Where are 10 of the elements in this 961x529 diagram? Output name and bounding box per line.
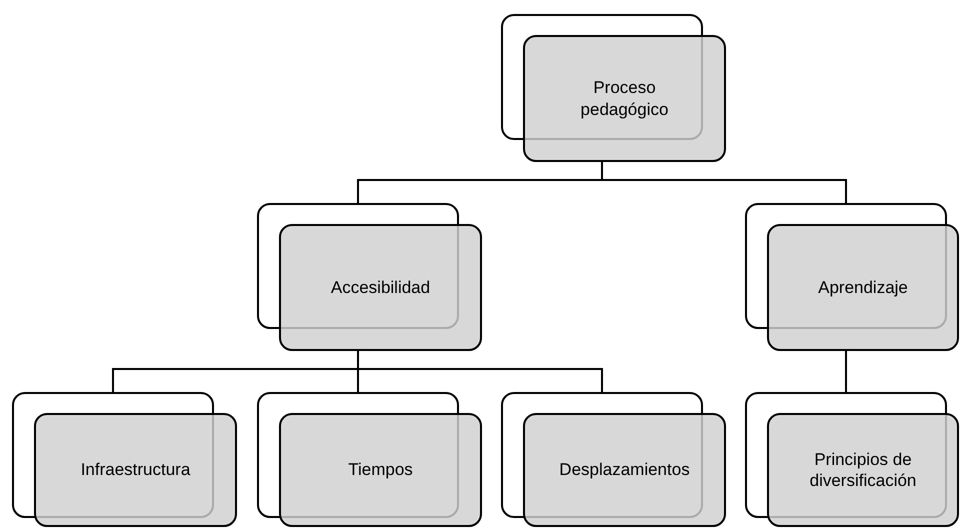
connector-line <box>357 351 603 392</box>
connector-line <box>601 162 847 203</box>
node-label: Tiempos <box>348 459 413 481</box>
node-label: Principios de diversificación <box>808 448 918 492</box>
node-label: Proceso pedagógico <box>580 77 670 120</box>
node-label: Desplazamientos <box>559 459 690 481</box>
node-label: Infraestructura <box>80 459 190 481</box>
node-label: Aprendizaje <box>818 276 908 298</box>
connector-line <box>845 351 847 392</box>
node-label: Accesibilidad <box>330 276 430 298</box>
